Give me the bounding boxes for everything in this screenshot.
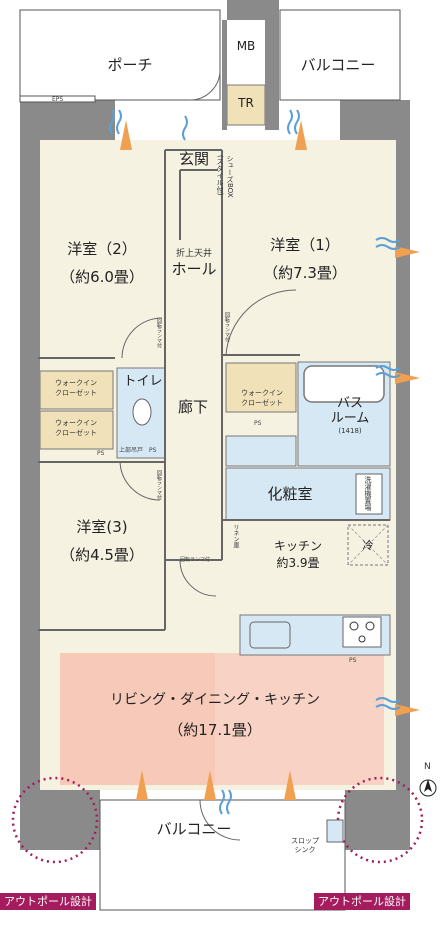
western3-area: （約4.5畳） [60,546,144,564]
washer-label: 洗濯機置場 [364,476,372,511]
kitchen-label: キッチン [273,539,323,553]
western1-label: 洋室（1） [270,236,340,254]
western2-label: 洋室（2） [67,240,137,258]
airflow-blue-waves [109,109,401,815]
western2-area: （約6.0畳） [60,268,144,286]
western3-label: 洋室(3) [76,518,128,536]
fridge-label: 冷 [362,539,374,552]
hall-ceiling-label: 折上天井 [175,249,213,259]
north-compass [419,779,437,797]
outpole-tag-right: アウトポール設計 [314,893,410,910]
door-note-1: 回転ランマ付 [156,318,162,348]
wic-right-b: クローゼット [241,399,283,407]
fridge-box [347,524,389,566]
burner [349,621,359,631]
kitchen-sink [249,621,291,649]
hand-basin-label: 上部吊戸 [119,447,144,454]
wic-left1-a: ウォークイン [55,379,97,387]
wic-left1-b: クローゼット [55,389,97,397]
porch-outline [19,9,401,911]
mb-label: MB [236,39,256,53]
fridge-x [347,524,389,566]
toilet-bowl [132,398,152,426]
hall-label: ホール [171,260,217,278]
outer-walls [20,0,410,850]
tr-label: TR [238,96,254,110]
vanity-sink [225,435,297,467]
wic-right [225,362,297,413]
washer-box [355,473,383,515]
genkan-label: 玄関 [178,150,210,168]
ps-label-4: PS [149,447,157,454]
door-swings [119,69,297,841]
north-label: N [424,762,431,772]
porch-label: ポーチ [107,56,153,74]
interior-walls [38,149,390,631]
burner [358,635,366,643]
slop-sink-a: スロップ [291,837,319,845]
ldk-highlight-inner [60,653,215,785]
wic-right-a: ウォークイン [241,389,283,397]
outpole-circle-right [336,776,424,864]
balcony-top-label: バルコニー [300,56,376,74]
toilet-label: トイレ [123,374,163,389]
bathtub [303,365,385,403]
ps-label-3: PS [97,450,105,457]
wic-left-1 [39,370,114,410]
ps-label-2: PS [349,657,357,664]
wic-left2-b: クローゼット [55,429,97,437]
ps-label-1: PS [254,420,262,427]
bath-label-a: バス [336,396,364,411]
shoes-box-label: シューズBOX [226,155,234,198]
vanity-label: 化粧室 [267,485,313,503]
ldk-area: （約17.1畳） [168,721,262,739]
shelf-label: リネン庫 [232,524,239,548]
ldk-label: リビング・ダイニング・キッチン [110,692,320,708]
balcony-bottom-label: バルコニー [156,820,232,838]
bath-label-b: ルーム [330,411,370,426]
western1-area: （約7.3畳） [263,264,347,282]
door-note-3: 回転ランマ付 [156,470,162,500]
slop-sink-b: シンク [294,846,316,854]
outpole-circle-left [11,776,99,864]
eps-label: EPS [52,96,64,103]
fridge-x [347,524,389,566]
shoes-box-sub-label: (スタイル付) [216,155,224,196]
slop-sink [326,819,344,843]
wic-left2-a: ウォークイン [55,419,97,427]
door-note-2: 回転ランマ付 [224,312,230,342]
burner [365,621,375,631]
corridor-label: 廊下 [177,398,209,416]
kitchen-area: 約3.9畳 [276,556,320,570]
outpole-tag-left: アウトポール設計 [0,893,96,910]
bath-size: (1418) [338,427,362,435]
door-note-4: 回転ランマ付 [180,557,211,563]
airflow-orange-arrows [120,120,420,800]
tr-box [226,84,266,126]
